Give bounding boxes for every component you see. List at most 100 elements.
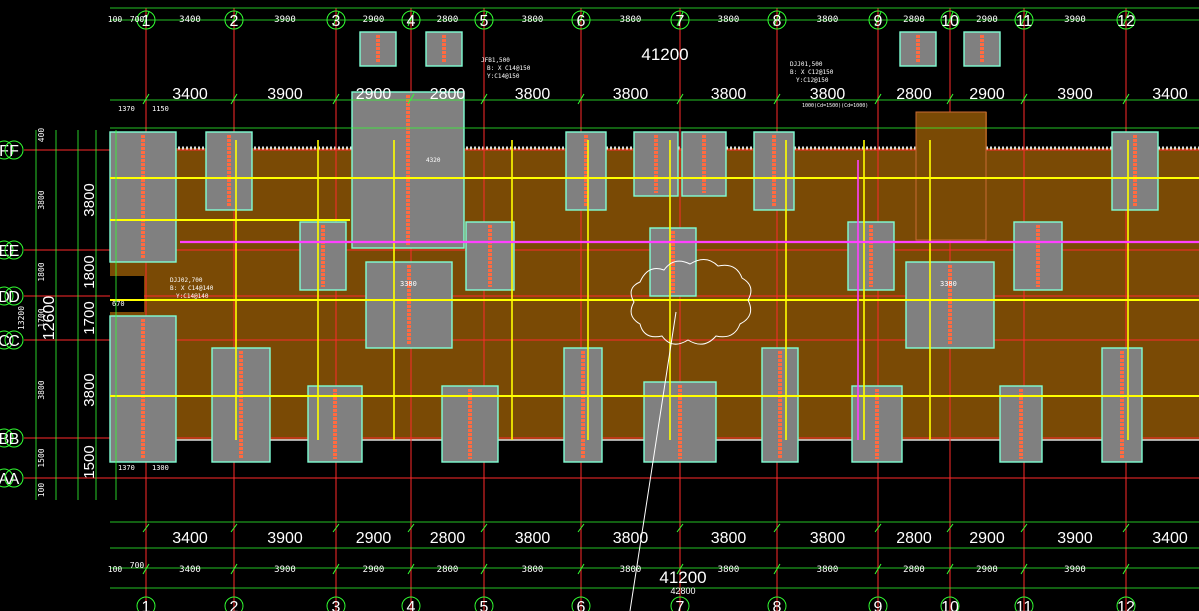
dim-top-small: 3800 xyxy=(522,15,544,25)
dim-tick xyxy=(407,11,415,27)
callout-b: DJJ01,500 xyxy=(790,61,823,68)
dim-left-small: 3800 xyxy=(37,380,46,399)
dim-top-large: 3800 xyxy=(810,86,846,103)
grid-bubble-12 xyxy=(1116,596,1136,611)
dim-top-large: 2800 xyxy=(430,86,466,103)
callout-c3: Y:C14@140 xyxy=(176,293,209,300)
note-1150: 1150 xyxy=(152,105,169,113)
dim-left-small: 1500 xyxy=(37,448,46,467)
text-layer: 3400 3900 2900 2800 3800 3800 3800 3800 2800 2900… xyxy=(17,15,1188,575)
dim-tick xyxy=(230,523,238,533)
total-dimension-bottom-overlap: 41200 xyxy=(659,568,706,587)
dim-top-small: 2900 xyxy=(363,15,385,25)
dim-bottom-large: 2800 xyxy=(430,530,466,547)
grid-bubble-2 xyxy=(224,596,244,611)
dim-tick xyxy=(1122,93,1130,105)
dim-tick xyxy=(1122,563,1130,575)
dim-left-large: 1700 xyxy=(81,301,98,334)
grid-bubble-4 xyxy=(401,10,421,30)
dim-bottom-large: 3900 xyxy=(1057,530,1093,547)
note-1000: 1000(Cd=1500)(Cd=1000) xyxy=(802,103,868,109)
grid-bubble-label: 11 xyxy=(1016,13,1033,30)
grid-bubble-label: 9 xyxy=(874,13,883,30)
dim-tick xyxy=(407,93,415,105)
dim-left-small: 100 xyxy=(37,483,46,498)
dim-bottom-small: 3800 xyxy=(718,565,740,575)
note-670: 670 xyxy=(112,300,125,308)
grid-bubble-row-F xyxy=(0,140,14,160)
dim-tick xyxy=(577,523,585,533)
dim-tick xyxy=(676,11,684,27)
dim-top-large: 3900 xyxy=(1057,86,1093,103)
dim-tick xyxy=(142,563,150,575)
dim-left-small: 1800 xyxy=(37,262,46,281)
dim-tick xyxy=(676,563,684,575)
grid-bubble-1 xyxy=(136,10,156,30)
dim-tick xyxy=(676,93,684,105)
callout-a2: B: X C14@150 xyxy=(487,65,531,72)
grid-bubble-label: 3 xyxy=(332,13,341,30)
core-wall xyxy=(915,111,987,241)
grid-bubble-row-label: B xyxy=(9,431,20,448)
grid-bubble-label: 4 xyxy=(407,599,416,611)
grid-bubble-row-A xyxy=(4,468,24,488)
grid-bubble-label: 1 xyxy=(142,599,151,611)
grid-bubble-5 xyxy=(474,10,494,30)
dim-tick xyxy=(332,523,340,533)
dim-edge-offset: 700 xyxy=(130,15,145,24)
note-3380-right: 3380 xyxy=(940,280,957,288)
grid-bubble-6 xyxy=(571,596,591,611)
dim-tick xyxy=(142,11,150,27)
dim-top-small: 3800 xyxy=(718,15,740,25)
dim-bottom-large: 3800 xyxy=(711,530,747,547)
grid-bubble-label: 2 xyxy=(230,599,239,611)
grid-bubble-10 xyxy=(940,10,960,30)
dim-left-large: 1800 xyxy=(81,255,98,288)
dim-left-large: 3800 xyxy=(81,373,98,406)
grid-bubble-label: 4 xyxy=(407,13,416,30)
dim-left-small: 1700 xyxy=(37,308,46,327)
dim-tick xyxy=(332,563,340,575)
grid-bubble-row-label: E xyxy=(9,243,20,260)
note-1300: 1300 xyxy=(152,464,169,472)
callout-a3: Y:C14@150 xyxy=(487,73,520,80)
grid-bubble-6 xyxy=(571,10,591,30)
dim-tick xyxy=(1020,523,1028,533)
dim-tick xyxy=(230,93,238,105)
grid-bubble-row-label: F xyxy=(9,143,19,160)
dim-bottom-large: 3400 xyxy=(172,530,208,547)
grid-bubble-4 xyxy=(401,596,421,611)
dim-top-small: 3800 xyxy=(817,15,839,25)
grid-bubble-11 xyxy=(1014,10,1034,30)
grid-bubble-label: 8 xyxy=(773,599,782,611)
dim-bottom-small: 3800 xyxy=(817,565,839,575)
dim-tick xyxy=(946,93,954,105)
revision-cloud xyxy=(630,259,752,345)
grid-bubble-row-B xyxy=(0,428,14,448)
grid-bubble-12 xyxy=(1116,10,1136,30)
dim-tick xyxy=(480,563,488,575)
grid-bubble-label: 7 xyxy=(676,599,685,611)
dim-bottom-small: 2800 xyxy=(903,565,925,575)
grid-bubble-row-label: F xyxy=(0,143,9,160)
dim-tick xyxy=(230,563,238,575)
dim-top-large: 3400 xyxy=(172,86,208,103)
dim-top-small: 2800 xyxy=(903,15,925,25)
grid-bubble-label: 2 xyxy=(230,13,239,30)
dim-edge-offset: 700 xyxy=(130,561,145,570)
grid-bubble-row-D xyxy=(4,286,24,306)
dim-bottom-small: 3800 xyxy=(620,565,642,575)
dim-tick xyxy=(577,563,585,575)
dim-tick xyxy=(773,11,781,27)
dim-tick xyxy=(480,93,488,105)
beam-layer xyxy=(110,140,1199,440)
note-4320: 4320 xyxy=(426,157,441,164)
dim-top-small: 2900 xyxy=(976,15,998,25)
dim-left-total: 12600 xyxy=(41,296,58,341)
dim-top-large: 3800 xyxy=(613,86,649,103)
dim-bottom-small: 2800 xyxy=(437,565,459,575)
dim-tick xyxy=(332,93,340,105)
grid-bubble-label: 8 xyxy=(773,13,782,30)
